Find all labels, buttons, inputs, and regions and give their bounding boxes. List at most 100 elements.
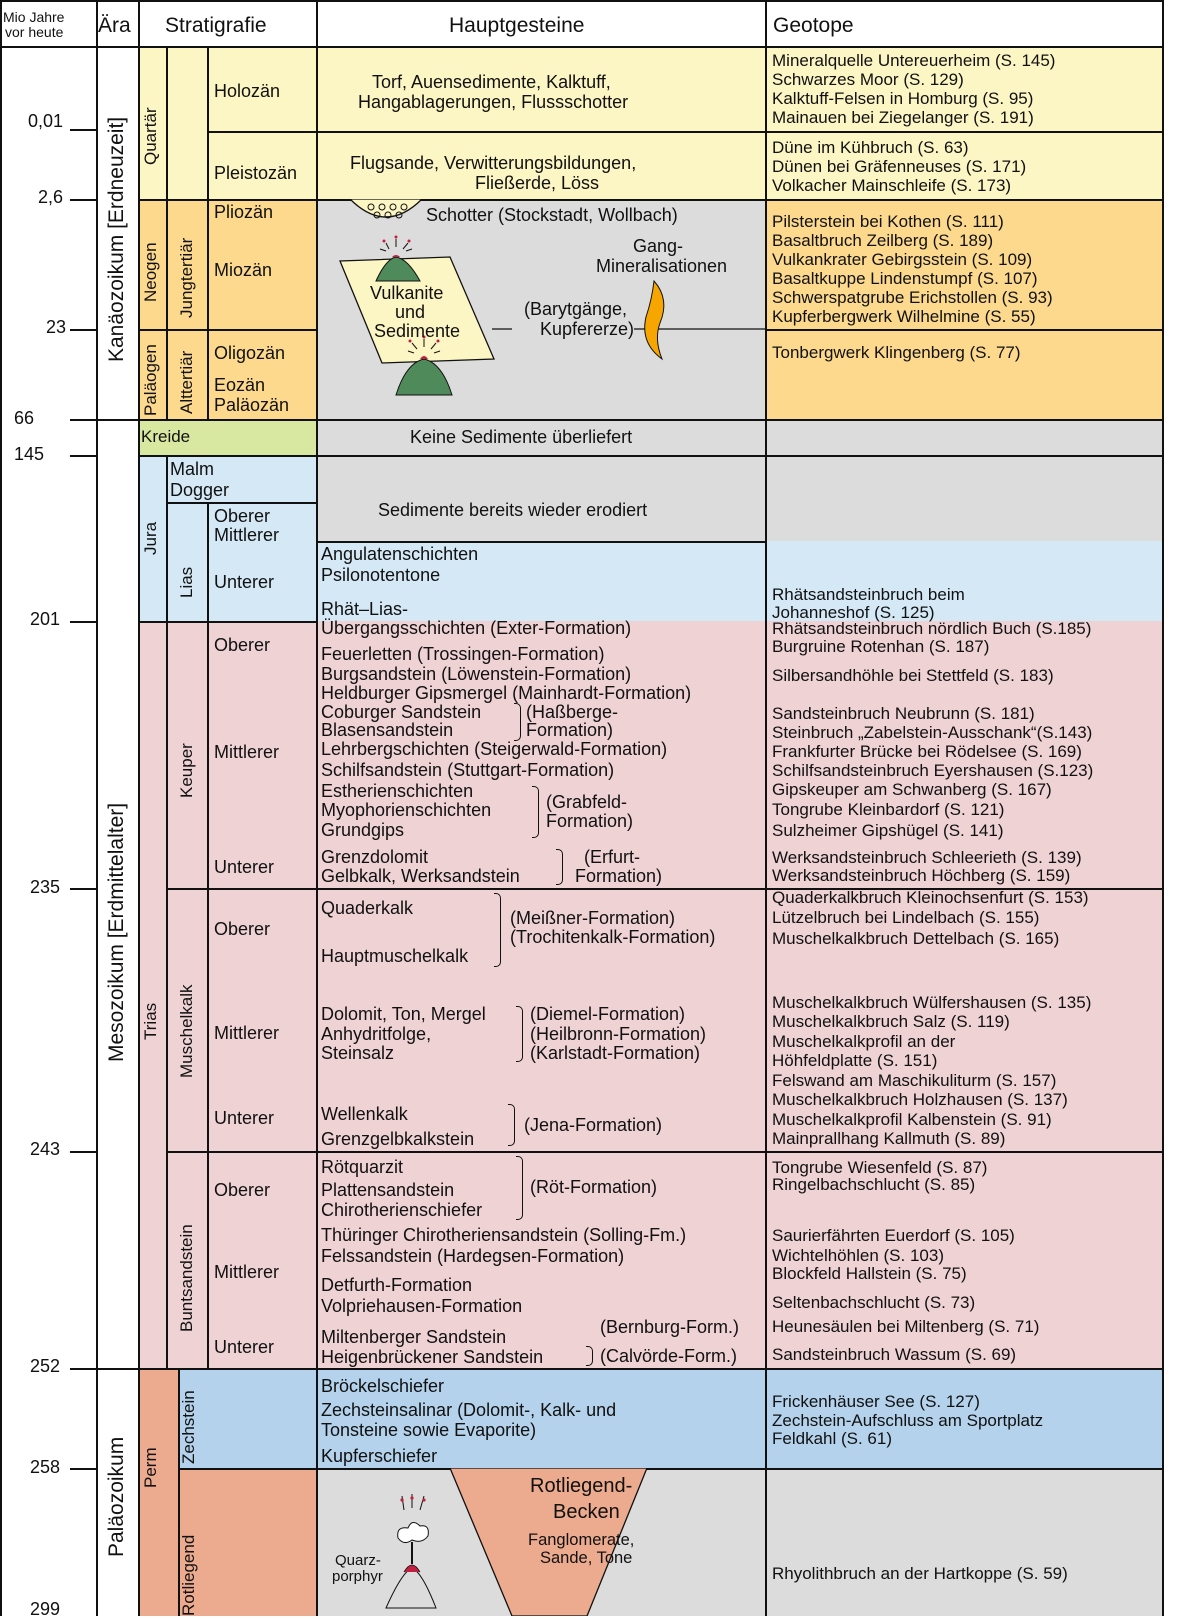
stage-pliozaen: Pliozän bbox=[214, 202, 274, 222]
rock-bs-m2: Felssandstein (Hardegsen-Formation) bbox=[321, 1246, 625, 1266]
rock-bs-u3: (Bernburg-Form.) bbox=[600, 1317, 740, 1337]
stage-keuper-unterer: Unterer bbox=[214, 857, 275, 877]
stage-dogger: Dogger bbox=[170, 480, 230, 500]
rock-gang-1: Gang- bbox=[633, 236, 684, 256]
geotop-item: Volkacher Mainschleife (S. 173) bbox=[772, 176, 1012, 195]
geotop-item: Steinbruch „Zabelstein-Ausschank“(S.143) bbox=[772, 723, 1093, 742]
geotop-item: Ringelbachschlucht (S. 85) bbox=[772, 1175, 976, 1194]
fill-jura-strat bbox=[138, 455, 316, 621]
fill-zechstein bbox=[178, 1368, 1162, 1468]
rock-keuper-m2: Heldburger Gipsmergel (Mainhardt-Formati… bbox=[321, 683, 692, 703]
system-zechstein: Zechstein bbox=[179, 1390, 198, 1464]
tick-0-01 bbox=[70, 129, 96, 131]
rock-schotter: Schotter (Stockstadt, Wollbach) bbox=[426, 205, 678, 225]
rock-keuper-m4: Blasensandstein bbox=[321, 720, 454, 740]
rock-quarzporphyr-1: Quarz- bbox=[335, 1552, 381, 1569]
stage-bs-unterer: Unterer bbox=[214, 1337, 275, 1357]
rock-bs-m1: Thüringer Chirotheriensandstein (Solling… bbox=[321, 1225, 687, 1245]
fill-lias-rocks bbox=[316, 541, 1162, 621]
rock-mk-m2: Anhydritfolge, bbox=[321, 1024, 432, 1044]
geotop-item: Muschelkalkbruch Salz (S. 119) bbox=[772, 1012, 1010, 1031]
stage-holozaen: Holozän bbox=[214, 81, 281, 101]
geotop-item: Felswand am Maschikuliturm (S. 157) bbox=[772, 1071, 1057, 1090]
header-mio-jahre: Mio Jahre bbox=[3, 9, 65, 25]
tick-243 bbox=[70, 1151, 96, 1153]
rock-keuper-m6: Formation) bbox=[526, 720, 614, 740]
geotop-item: Mainauen bei Ziegelanger (S. 191) bbox=[772, 108, 1034, 127]
age-label: 2,6 bbox=[38, 187, 64, 207]
rock-bs-o1: Rötquarzit bbox=[321, 1157, 404, 1177]
system-muschelkalk: Muschelkalk bbox=[177, 984, 196, 1078]
system-jungtertiaer: Jungtertiär bbox=[177, 237, 196, 318]
geotop-item: Werksandsteinbruch Schleerieth (S. 139) bbox=[772, 848, 1082, 867]
geotop-item: Vulkankrater Gebirgsstein (S. 109) bbox=[772, 250, 1033, 269]
age-label: 252 bbox=[30, 1356, 61, 1376]
stage-mk-unterer: Unterer bbox=[214, 1108, 275, 1128]
stage-keuper-mittlerer: Mittlerer bbox=[214, 742, 280, 762]
rock-pleistozaen-1: Flugsande, Verwitterungsbildungen, bbox=[350, 153, 637, 173]
geotop-item: Pilsterstein bei Kothen (S. 111) bbox=[772, 212, 1004, 231]
header-aera: Ära bbox=[98, 14, 131, 37]
geotop-item: Schwarzes Moor (S. 129) bbox=[772, 70, 964, 89]
rock-kreide: Keine Sedimente überliefert bbox=[410, 427, 633, 447]
stage-eozaen: Eozän bbox=[214, 375, 266, 395]
rock-bs-o4: (Röt-Formation) bbox=[530, 1177, 658, 1197]
geotop-item: Sandsteinbruch Wassum (S. 69) bbox=[772, 1345, 1017, 1364]
rock-keuper-m9: Estherienschichten bbox=[321, 781, 474, 801]
stage-lias-mittlerer: Mittlerer bbox=[214, 525, 280, 545]
age-label: 201 bbox=[30, 609, 61, 629]
system-kreide: Kreide bbox=[141, 427, 191, 446]
rock-gang-2: Mineralisationen bbox=[596, 256, 728, 276]
rock-bs-m3: Detfurth-Formation bbox=[321, 1275, 473, 1295]
tick-258 bbox=[70, 1468, 96, 1470]
geotop-item: Seltenbachschlucht (S. 73) bbox=[772, 1293, 976, 1312]
rock-keuper-m13: Formation) bbox=[546, 811, 634, 831]
rock-rotliegend-3: Fanglomerate, bbox=[528, 1531, 635, 1549]
rock-bs-m4: Volpriehausen-Formation bbox=[321, 1296, 523, 1316]
fill-kreide-rocks bbox=[316, 419, 1162, 455]
rock-mk-m1: Dolomit, Ton, Mergel bbox=[321, 1004, 486, 1024]
era-kanaozoikum: Kanäozoikum [Erdneuzeit] bbox=[105, 116, 128, 362]
geotop-item: Sulzheimer Gipshügel (S. 141) bbox=[772, 821, 1004, 840]
geotop-item: Rhyolithbruch an der Hartkoppe (S. 59) bbox=[772, 1564, 1068, 1583]
rock-mk-u2: Grenzgelbkalkstein bbox=[321, 1129, 475, 1149]
system-perm: Perm bbox=[141, 1447, 160, 1488]
geotop-item: Düne im Kühbruch (S. 63) bbox=[772, 138, 969, 157]
rock-zech-1: Bröckelschiefer bbox=[321, 1376, 445, 1396]
fill-tertiaer-geotope bbox=[765, 199, 1162, 419]
rock-bs-o3: Chirotherienschiefer bbox=[321, 1200, 483, 1220]
geotop-item: Kupferbergwerk Wilhelmine (S. 55) bbox=[772, 307, 1036, 326]
stage-pleistozaen: Pleistozän bbox=[214, 163, 298, 183]
rock-lias-2: Psilonotentone bbox=[321, 565, 441, 585]
rock-lias-4: Übergangsschichten (Exter-Formation) bbox=[321, 618, 632, 638]
rock-bs-u2: Heigenbrückener Sandstein bbox=[321, 1347, 544, 1367]
stage-oligozaen: Oligozän bbox=[214, 343, 286, 363]
tick-252 bbox=[70, 1368, 96, 1370]
tertiaer-illustration bbox=[339, 199, 765, 396]
geotop-item: Muschelkalkprofil an der bbox=[772, 1032, 956, 1051]
geotop-item: Tongrube Wiesenfeld (S. 87) bbox=[772, 1158, 988, 1177]
era-mesozoikum: Mesozoikum [Erdmittelalter] bbox=[105, 802, 128, 1062]
geotop-item: Basaltkuppe Lindenstumpf (S. 107) bbox=[772, 269, 1038, 288]
system-neogen: Neogen bbox=[141, 242, 160, 302]
rock-mk-m6: (Karlstadt-Formation) bbox=[530, 1043, 701, 1063]
rock-vulkanite-2: und bbox=[395, 302, 426, 322]
geotop-item: Werksandsteinbruch Höchberg (S. 159) bbox=[772, 866, 1071, 885]
rock-keuper-u4: Formation) bbox=[575, 866, 663, 886]
fill-quartaer-strat bbox=[138, 47, 316, 199]
rock-keuper-m11: Grundgips bbox=[321, 820, 405, 840]
rock-mk-m5: (Heilbronn-Formation) bbox=[530, 1024, 707, 1044]
tick-235 bbox=[70, 888, 96, 890]
stage-mk-oberer: Oberer bbox=[214, 919, 271, 939]
geotop-item: Muschelkalkbruch Dettelbach (S. 165) bbox=[772, 929, 1060, 948]
header-vor-heute: vor heute bbox=[5, 24, 64, 40]
system-alttertiaer: Alttertiär bbox=[177, 350, 196, 414]
age-label: 145 bbox=[14, 444, 45, 464]
rock-quarzporphyr-2: porphyr bbox=[332, 1568, 383, 1585]
rock-holozaen-2: Hangablagerungen, Flussschotter bbox=[358, 92, 629, 112]
rock-baryt-2: Kupfererze) bbox=[540, 319, 635, 339]
age-label: 235 bbox=[30, 877, 61, 897]
rotliegend-illustration bbox=[385, 1468, 648, 1616]
rock-mk-u1: Wellenkalk bbox=[321, 1104, 408, 1124]
fill-jura-erodiert bbox=[316, 455, 1162, 541]
